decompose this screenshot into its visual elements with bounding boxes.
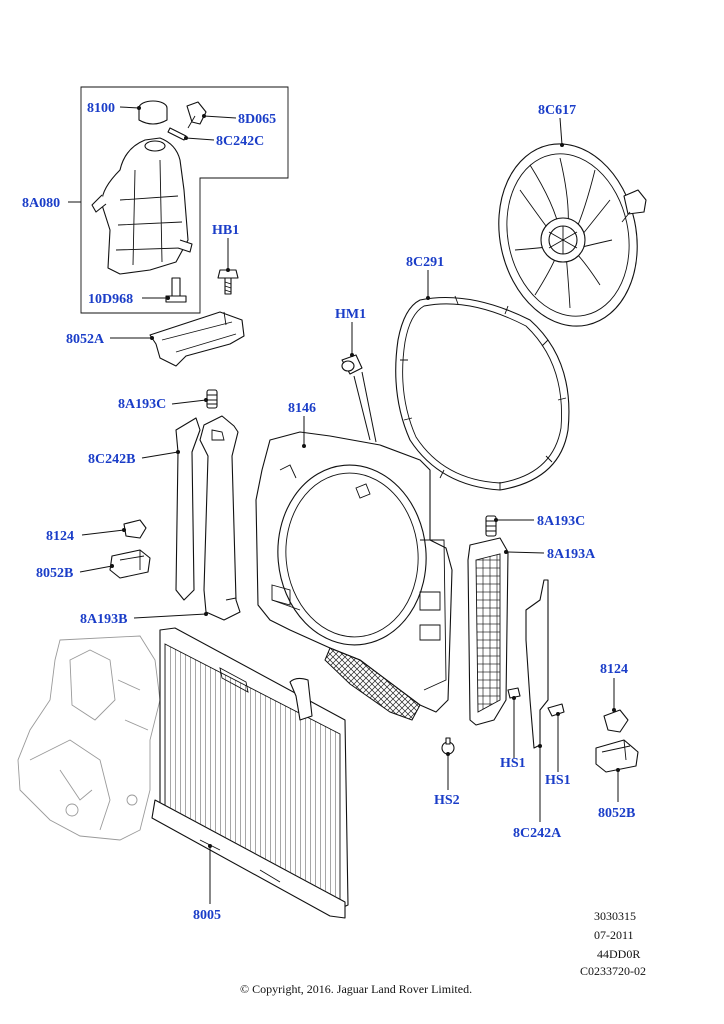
callout-8C242B[interactable]: 8C242B xyxy=(88,452,135,467)
expansion-tank xyxy=(91,137,193,275)
callout-8052B-left[interactable]: 8052B xyxy=(36,566,73,581)
filler-cap xyxy=(138,100,168,125)
callout-8124-right[interactable]: 8124 xyxy=(600,662,628,677)
seal-strip-8c242a xyxy=(525,579,549,749)
callout-8A193A[interactable]: 8A193A xyxy=(547,547,596,562)
radiator xyxy=(151,627,349,919)
clip-8124-left xyxy=(123,519,147,539)
callout-8A193B[interactable]: 8A193B xyxy=(80,612,127,627)
bolt-hs2 xyxy=(441,737,455,755)
diagram-reference: 3030315 07-2011 44DD0R C0233720-02 xyxy=(580,909,646,978)
callout-8C617[interactable]: 8C617 xyxy=(538,103,576,118)
bolt-hs1-a xyxy=(507,687,521,699)
callout-8A080[interactable]: 8A080 xyxy=(22,196,60,211)
rubber-bumper-top xyxy=(206,389,218,409)
callout-HM1[interactable]: HM1 xyxy=(335,307,366,322)
callout-8A193C-top[interactable]: 8A193C xyxy=(118,397,166,412)
callout-8052B-right[interactable]: 8052B xyxy=(598,806,635,821)
callout-HB1[interactable]: HB1 xyxy=(212,223,239,238)
copyright-notice: © Copyright, 2016. Jaguar Land Rover Lim… xyxy=(240,982,472,996)
callout-HS2[interactable]: HS2 xyxy=(434,793,460,808)
reference-id: C0233720-02 xyxy=(580,964,646,978)
left-air-deflector xyxy=(175,415,241,621)
rubber-bumper-right xyxy=(485,515,497,537)
callout-HS1-a[interactable]: HS1 xyxy=(500,756,526,771)
callout-8124-left[interactable]: 8124 xyxy=(46,529,74,544)
reference-date: 07-2011 xyxy=(594,928,634,942)
callout-8C242A[interactable]: 8C242A xyxy=(513,826,562,841)
callout-labels: 8100 8D065 8C242C 8A080 10D968 HB1 8052A… xyxy=(22,101,635,923)
hm1-leader-b xyxy=(361,371,377,443)
callout-HS1-b[interactable]: HS1 xyxy=(545,773,571,788)
hm1-leader-a xyxy=(353,375,371,441)
callout-8005[interactable]: 8005 xyxy=(193,908,221,923)
callout-8100[interactable]: 8100 xyxy=(87,101,115,116)
level-sensor xyxy=(186,101,207,129)
reference-number: 3030315 xyxy=(594,909,636,923)
callout-8052A[interactable]: 8052A xyxy=(66,332,105,347)
callout-8C242C[interactable]: 8C242C xyxy=(216,134,264,149)
hose-clip xyxy=(167,127,187,141)
mounting-bolt xyxy=(165,277,187,303)
cooling-fan xyxy=(498,143,647,327)
leader-lines xyxy=(68,106,620,904)
bracket-8052b-right xyxy=(595,739,639,773)
fan-shroud xyxy=(255,431,453,721)
engine-ghost-outline xyxy=(17,635,161,841)
right-air-deflector xyxy=(467,537,509,726)
grommet-hm1 xyxy=(341,354,363,375)
bracket-8052b-left xyxy=(109,549,151,579)
fan-seal-ring xyxy=(395,295,570,491)
clip-8124-right xyxy=(603,709,629,733)
bolt-hb1 xyxy=(217,269,239,295)
expansion-tank-group xyxy=(80,86,289,314)
callout-8A193C-right[interactable]: 8A193C xyxy=(537,514,585,529)
callout-8146[interactable]: 8146 xyxy=(288,401,316,416)
group-box xyxy=(80,86,289,314)
callout-8D065[interactable]: 8D065 xyxy=(238,112,276,127)
callout-8C291[interactable]: 8C291 xyxy=(406,255,444,270)
bolt-hs1-b xyxy=(547,703,565,717)
bracket-8052a xyxy=(149,311,245,367)
reference-code: 44DD0R xyxy=(597,947,640,961)
callout-10D968[interactable]: 10D968 xyxy=(88,292,133,307)
